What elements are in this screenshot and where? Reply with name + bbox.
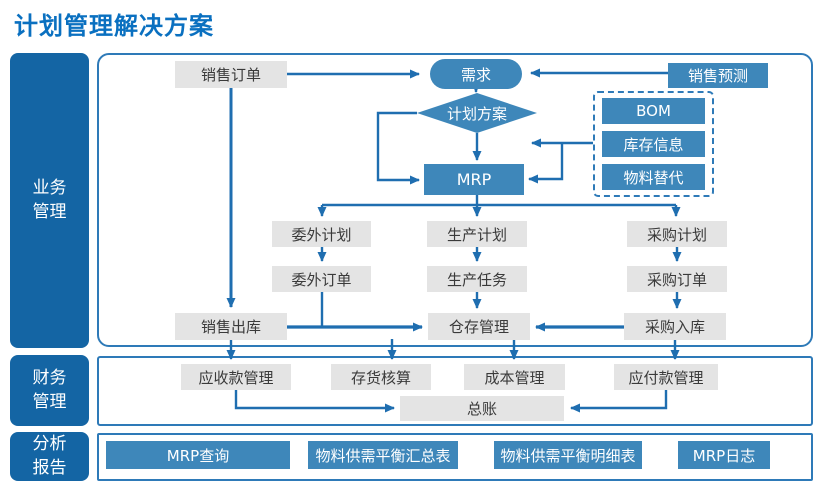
flow-node-inventory-info: 库存信息 [602, 131, 705, 157]
flow-node-mrp: MRP [424, 164, 524, 195]
flow-node-purchase-order: 采购订单 [627, 266, 727, 292]
flow-node-sales-forecast: 销售预测 [668, 63, 768, 88]
flow-node-production-task: 生产任务 [427, 266, 527, 292]
flow-node-bom: BOM [602, 98, 705, 124]
report-button-supply-demand-detail: 物料供需平衡明细表 [494, 441, 642, 469]
flow-node-sales-order: 销售订单 [175, 61, 287, 88]
flow-node-purchase-plan: 采购计划 [627, 221, 727, 247]
report-button-mrp-query: MRP查询 [106, 441, 290, 469]
sidebar-section-business: 业务 管理 [10, 53, 89, 348]
report-button-supply-demand-summary: 物料供需平衡汇总表 [308, 441, 458, 469]
report-button-mrp-log: MRP日志 [678, 441, 770, 469]
flow-node-cost-mgmt: 成本管理 [464, 364, 565, 390]
mrp-inputs-group [593, 91, 714, 197]
flow-node-general-ledger: 总账 [400, 396, 564, 421]
flow-node-inventory-accounting: 存货核算 [331, 364, 431, 390]
sidebar-section-finance: 财务 管理 [10, 355, 89, 426]
flow-node-demand: 需求 [430, 59, 522, 89]
flow-node-receivables: 应收款管理 [181, 364, 291, 390]
flow-node-purchase-inbound: 采购入库 [624, 313, 726, 340]
flow-node-payables: 应付款管理 [614, 364, 718, 390]
flow-node-warehouse-mgmt: 仓存管理 [428, 313, 530, 340]
flow-node-outsourcing-order: 委外订单 [272, 266, 371, 292]
page-title: 计划管理解决方案 [14, 12, 214, 40]
sidebar-section-analysis: 分析 报告 [10, 432, 89, 481]
flow-node-material-substitute: 物料替代 [602, 164, 705, 190]
flow-node-sales-delivery: 销售出库 [175, 313, 287, 340]
flow-node-outsourcing-plan: 委外计划 [272, 221, 371, 247]
flow-node-production-plan: 生产计划 [427, 221, 527, 247]
